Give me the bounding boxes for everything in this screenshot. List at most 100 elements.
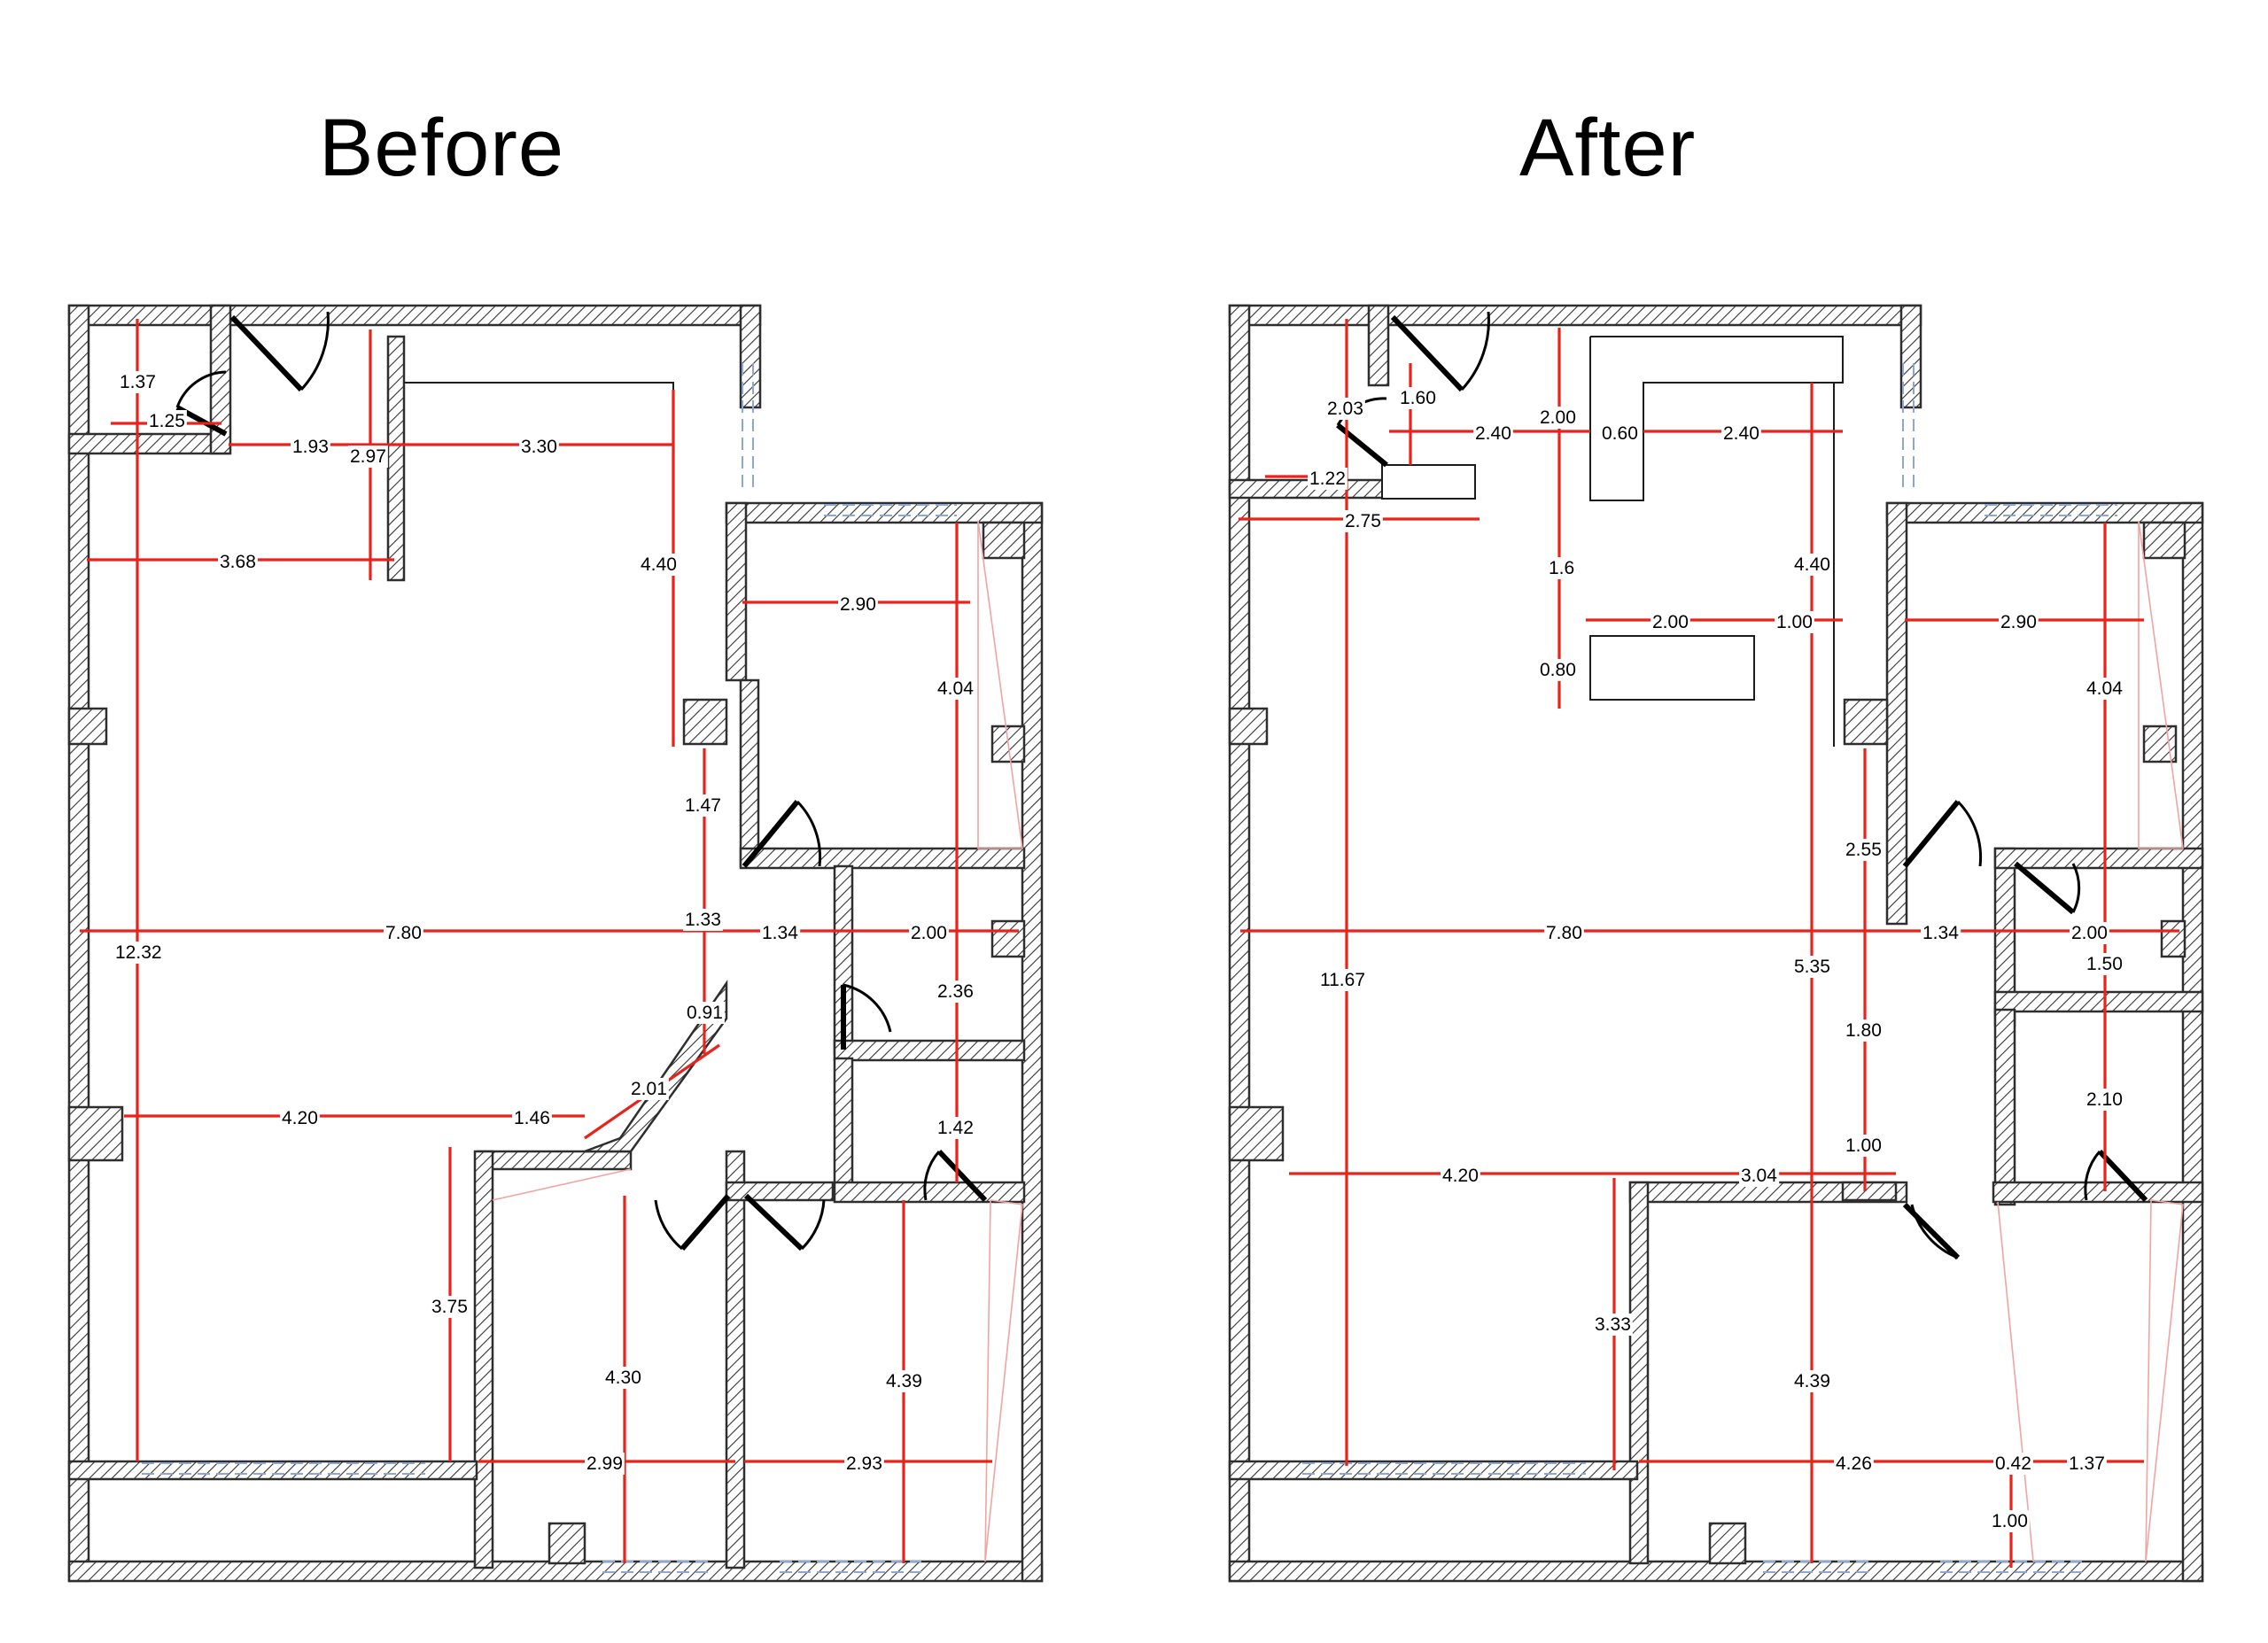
kitchen-counter: [1589, 336, 1844, 501]
dimension-label-background: [844, 1453, 884, 1475]
after-wardrobe-lines: [1997, 520, 2184, 1562]
dimension-label-background: [1325, 398, 1365, 420]
dimension-label: 2.00: [2071, 923, 2108, 943]
door-icon: [229, 314, 304, 392]
dimension-label-background: [280, 1107, 320, 1129]
dimension-label: 3.75: [431, 1297, 468, 1317]
door-swing-icon: [923, 1151, 941, 1201]
dimension-label: 1.00: [1992, 1511, 2028, 1531]
door-swing-icon: [299, 311, 330, 391]
before-doors: [175, 311, 988, 1252]
door-icon: [2014, 861, 2075, 915]
dimension-label-background: [838, 593, 878, 616]
dimension-label: 2.93: [846, 1453, 882, 1474]
dimension-label: 1.46: [514, 1108, 550, 1128]
dimension-label: 2.00: [911, 923, 947, 943]
dimension-label-background: [1844, 839, 1884, 861]
after-floor-plan: 2.03 1.60 2.40 2.00 0.60 2.40 1.22 2.75 …: [1228, 304, 2204, 1583]
dimension-label-background: [909, 922, 949, 944]
before-title: Before: [319, 103, 565, 193]
after-kitchen: [1381, 336, 1844, 747]
dimension-label-background: [1473, 422, 1513, 445]
dimension-label-background: [1600, 422, 1640, 445]
dimension-label-background: [348, 446, 388, 468]
dimension-label: 2.90: [840, 594, 876, 615]
dimension-label: 1.25: [149, 411, 185, 431]
door-icon: [742, 800, 800, 868]
dimension-label-background: [291, 436, 330, 458]
dimension-label: 4.39: [1794, 1371, 1830, 1391]
door-icon: [1390, 314, 1464, 392]
dimension-label: 4.20: [1442, 1166, 1479, 1186]
door-icon: [2097, 1149, 2148, 1203]
dimension-label: 4.20: [282, 1108, 318, 1128]
dimension-label-background: [519, 436, 559, 458]
dimension-label: 2.10: [2086, 1089, 2123, 1110]
door-swing-icon: [2084, 1151, 2101, 1201]
dimension-label-background: [936, 678, 976, 700]
dimension-label: 0.60: [1602, 423, 1638, 444]
door-swing-icon: [1910, 1204, 1959, 1259]
dimension-label: 1.37: [120, 372, 156, 392]
dimension-label-background: [2085, 953, 2124, 975]
dimension-label: 2.03: [1327, 399, 1363, 419]
dimension-label-background: [1792, 1370, 1832, 1392]
dimension-label: 4.40: [641, 554, 677, 575]
dimension-label-background: [2085, 678, 2125, 700]
before-dimension-labels: 1.37 1.25 1.93 2.97 3.30 3.68 4.40 2.90 …: [113, 371, 976, 1475]
dimension-label-background: [603, 1367, 643, 1389]
after-doors: [1336, 311, 2148, 1260]
dimension-label-background: [1834, 1453, 1874, 1475]
dimension-label: 5.35: [1794, 957, 1830, 977]
dimension-label: 3.04: [1741, 1166, 1777, 1186]
dimension-label-background: [1844, 1135, 1884, 1157]
dimension-label: 1.93: [292, 437, 329, 457]
dimension-label: 1.00: [1845, 1135, 1882, 1156]
after-dimension-labels: 2.03 1.60 2.40 2.00 0.60 2.40 1.22 2.75 …: [1308, 387, 2125, 1532]
dimension-label: 1.34: [762, 923, 798, 943]
dimension-label: 4.04: [937, 678, 974, 699]
dimension-label: 7.80: [1546, 923, 1582, 943]
dimension-label: 1.80: [1845, 1020, 1882, 1041]
dimension-label-background: [585, 1453, 625, 1475]
bathroom-counter: [1381, 464, 1476, 500]
dimension-label: 0.91: [687, 1003, 723, 1023]
dimension-label: 1.00: [1776, 612, 1813, 632]
dimension-label-background: [1990, 1510, 2030, 1532]
dimension-label-background: [1441, 1165, 1480, 1187]
dimension-label: 1.6: [1549, 558, 1574, 578]
dimension-label: 2.36: [937, 981, 974, 1002]
before-walls: [67, 304, 1044, 1583]
after-walls: [1228, 304, 2204, 1583]
dimension-label-background: [1538, 407, 1578, 429]
dimension-label: 12.32: [115, 942, 162, 963]
dimension-label-background: [1844, 1019, 1884, 1042]
kitchen-island: [1589, 635, 1755, 701]
dimension-label: 7.80: [385, 923, 422, 943]
door-swing-icon: [800, 1199, 826, 1251]
dimension-label-background: [1593, 1314, 1633, 1336]
dimension-label: 2.01: [631, 1079, 667, 1099]
dimension-label: 2.97: [350, 446, 386, 467]
dimension-label: 3.30: [521, 437, 557, 457]
dimension-label-background: [1343, 510, 1383, 532]
door-icon: [743, 1193, 804, 1252]
door-icon: [1902, 800, 1961, 868]
dimension-label-background: [629, 1078, 669, 1100]
dimension-label-background: [430, 1296, 470, 1318]
dimension-label-background: [1538, 659, 1578, 681]
door-icon: [1336, 422, 1388, 468]
dimension-label-background: [936, 1117, 975, 1139]
door-icon: [680, 1194, 731, 1251]
dimension-label-background: [1993, 1453, 2033, 1475]
dimension-label: 2.90: [2000, 612, 2037, 632]
dimension-label: 1.37: [2069, 1453, 2105, 1474]
dimension-label: 4.39: [886, 1371, 922, 1391]
dimension-label-background: [884, 1370, 924, 1392]
dimension-label: 2.55: [1845, 840, 1882, 860]
dimension-label-background: [1398, 387, 1438, 409]
dimension-label-background: [1999, 611, 2039, 633]
dimension-label-background: [639, 554, 679, 576]
door-swing-icon: [843, 983, 892, 1033]
